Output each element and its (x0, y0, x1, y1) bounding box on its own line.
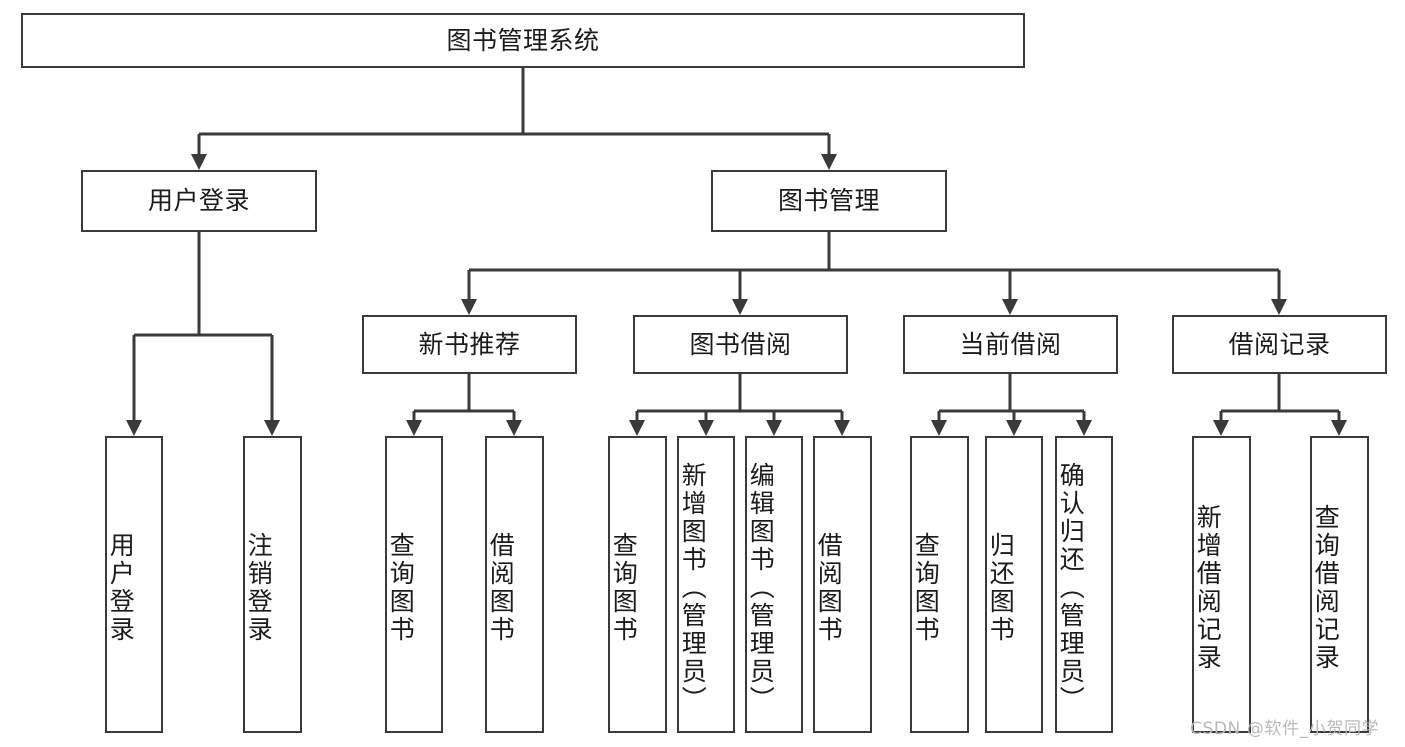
group-book-borrow-arrow-1-head (698, 420, 714, 436)
group-new-book-recommend-arrow-0-head (406, 420, 422, 436)
group-borrow-record-arrow-1-head (1331, 420, 1347, 436)
node-book-management-label: 图书管理 (777, 186, 880, 216)
node-leaf-query-borrow-record[interactable]: 查询借阅记录 (1310, 436, 1369, 733)
node-leaf-query-book-1-label: 查询图书 (386, 531, 416, 644)
node-leaf-borrow-book-1-label: 借阅图书 (486, 531, 516, 644)
node-leaf-query-borrow-record-label: 查询借阅记录 (1311, 503, 1341, 672)
node-leaf-confirm-return-admin[interactable]: 确认归还（管理员） (1055, 436, 1113, 733)
node-leaf-query-book-3-label: 查询图书 (911, 531, 941, 644)
node-current-borrow-label: 当前借阅 (959, 329, 1062, 359)
node-leaf-query-book-1[interactable]: 查询图书 (385, 436, 443, 733)
group-book-borrow-arrow-3-head (834, 420, 850, 436)
node-leaf-user-login[interactable]: 用户登录 (105, 436, 163, 733)
node-leaf-add-borrow-record[interactable]: 新增借阅记录 (1192, 436, 1251, 733)
node-leaf-add-book-admin[interactable]: 新增图书（管理员） (677, 436, 735, 733)
login-arrow-0-head (126, 420, 142, 436)
login-arrow-1-head (264, 420, 280, 436)
node-leaf-edit-book-admin[interactable]: 编辑图书（管理员） (745, 436, 803, 733)
node-book-borrow[interactable]: 图书借阅 (633, 315, 848, 374)
mgmt-arrow-3-head (1271, 299, 1287, 315)
node-book-management[interactable]: 图书管理 (711, 170, 947, 232)
node-leaf-query-book-2[interactable]: 查询图书 (608, 436, 667, 733)
node-leaf-query-book-3[interactable]: 查询图书 (910, 436, 969, 733)
node-root-title[interactable]: 图书管理系统 (21, 13, 1025, 68)
node-leaf-borrow-book-2[interactable]: 借阅图书 (813, 436, 872, 733)
group-new-book-recommend-arrow-1-head (506, 420, 522, 436)
node-user-login-label: 用户登录 (147, 186, 250, 216)
root-arrow-1-head (821, 154, 837, 170)
group-current-borrow-arrow-1-head (1006, 420, 1022, 436)
node-leaf-return-book[interactable]: 归还图书 (985, 436, 1043, 733)
node-leaf-borrow-book-2-label: 借阅图书 (814, 531, 844, 644)
node-new-book-recommend-label: 新书推荐 (418, 329, 521, 359)
node-new-book-recommend[interactable]: 新书推荐 (362, 315, 577, 374)
group-borrow-record-arrow-0-head (1213, 420, 1229, 436)
group-current-borrow-arrow-0-head (931, 420, 947, 436)
node-leaf-confirm-return-admin-label: 确认归还（管理员） (1056, 461, 1086, 714)
node-user-login[interactable]: 用户登录 (81, 170, 317, 232)
node-leaf-logout-login-label: 注销登录 (244, 531, 274, 644)
root-arrow-0-head (191, 154, 207, 170)
mgmt-arrow-0-head (461, 299, 477, 315)
group-book-borrow-arrow-0-head (629, 420, 645, 436)
node-leaf-add-book-admin-label: 新增图书（管理员） (678, 461, 708, 714)
node-leaf-add-borrow-record-label: 新增借阅记录 (1193, 503, 1223, 672)
node-book-borrow-label: 图书借阅 (689, 329, 792, 359)
node-leaf-user-login-label: 用户登录 (106, 531, 136, 644)
node-leaf-edit-book-admin-label: 编辑图书（管理员） (746, 461, 776, 714)
node-leaf-query-book-2-label: 查询图书 (609, 531, 639, 644)
mgmt-arrow-2-head (1002, 299, 1018, 315)
node-leaf-return-book-label: 归还图书 (986, 531, 1016, 644)
node-borrow-record[interactable]: 借阅记录 (1172, 315, 1387, 374)
mgmt-arrow-1-head (732, 299, 748, 315)
node-current-borrow[interactable]: 当前借阅 (903, 315, 1118, 374)
node-root-title-label: 图书管理系统 (446, 25, 600, 55)
node-leaf-logout-login[interactable]: 注销登录 (243, 436, 302, 733)
node-borrow-record-label: 借阅记录 (1228, 329, 1331, 359)
group-current-borrow-arrow-2-head (1076, 420, 1092, 436)
group-book-borrow-arrow-2-head (766, 420, 782, 436)
node-leaf-borrow-book-1[interactable]: 借阅图书 (485, 436, 544, 733)
